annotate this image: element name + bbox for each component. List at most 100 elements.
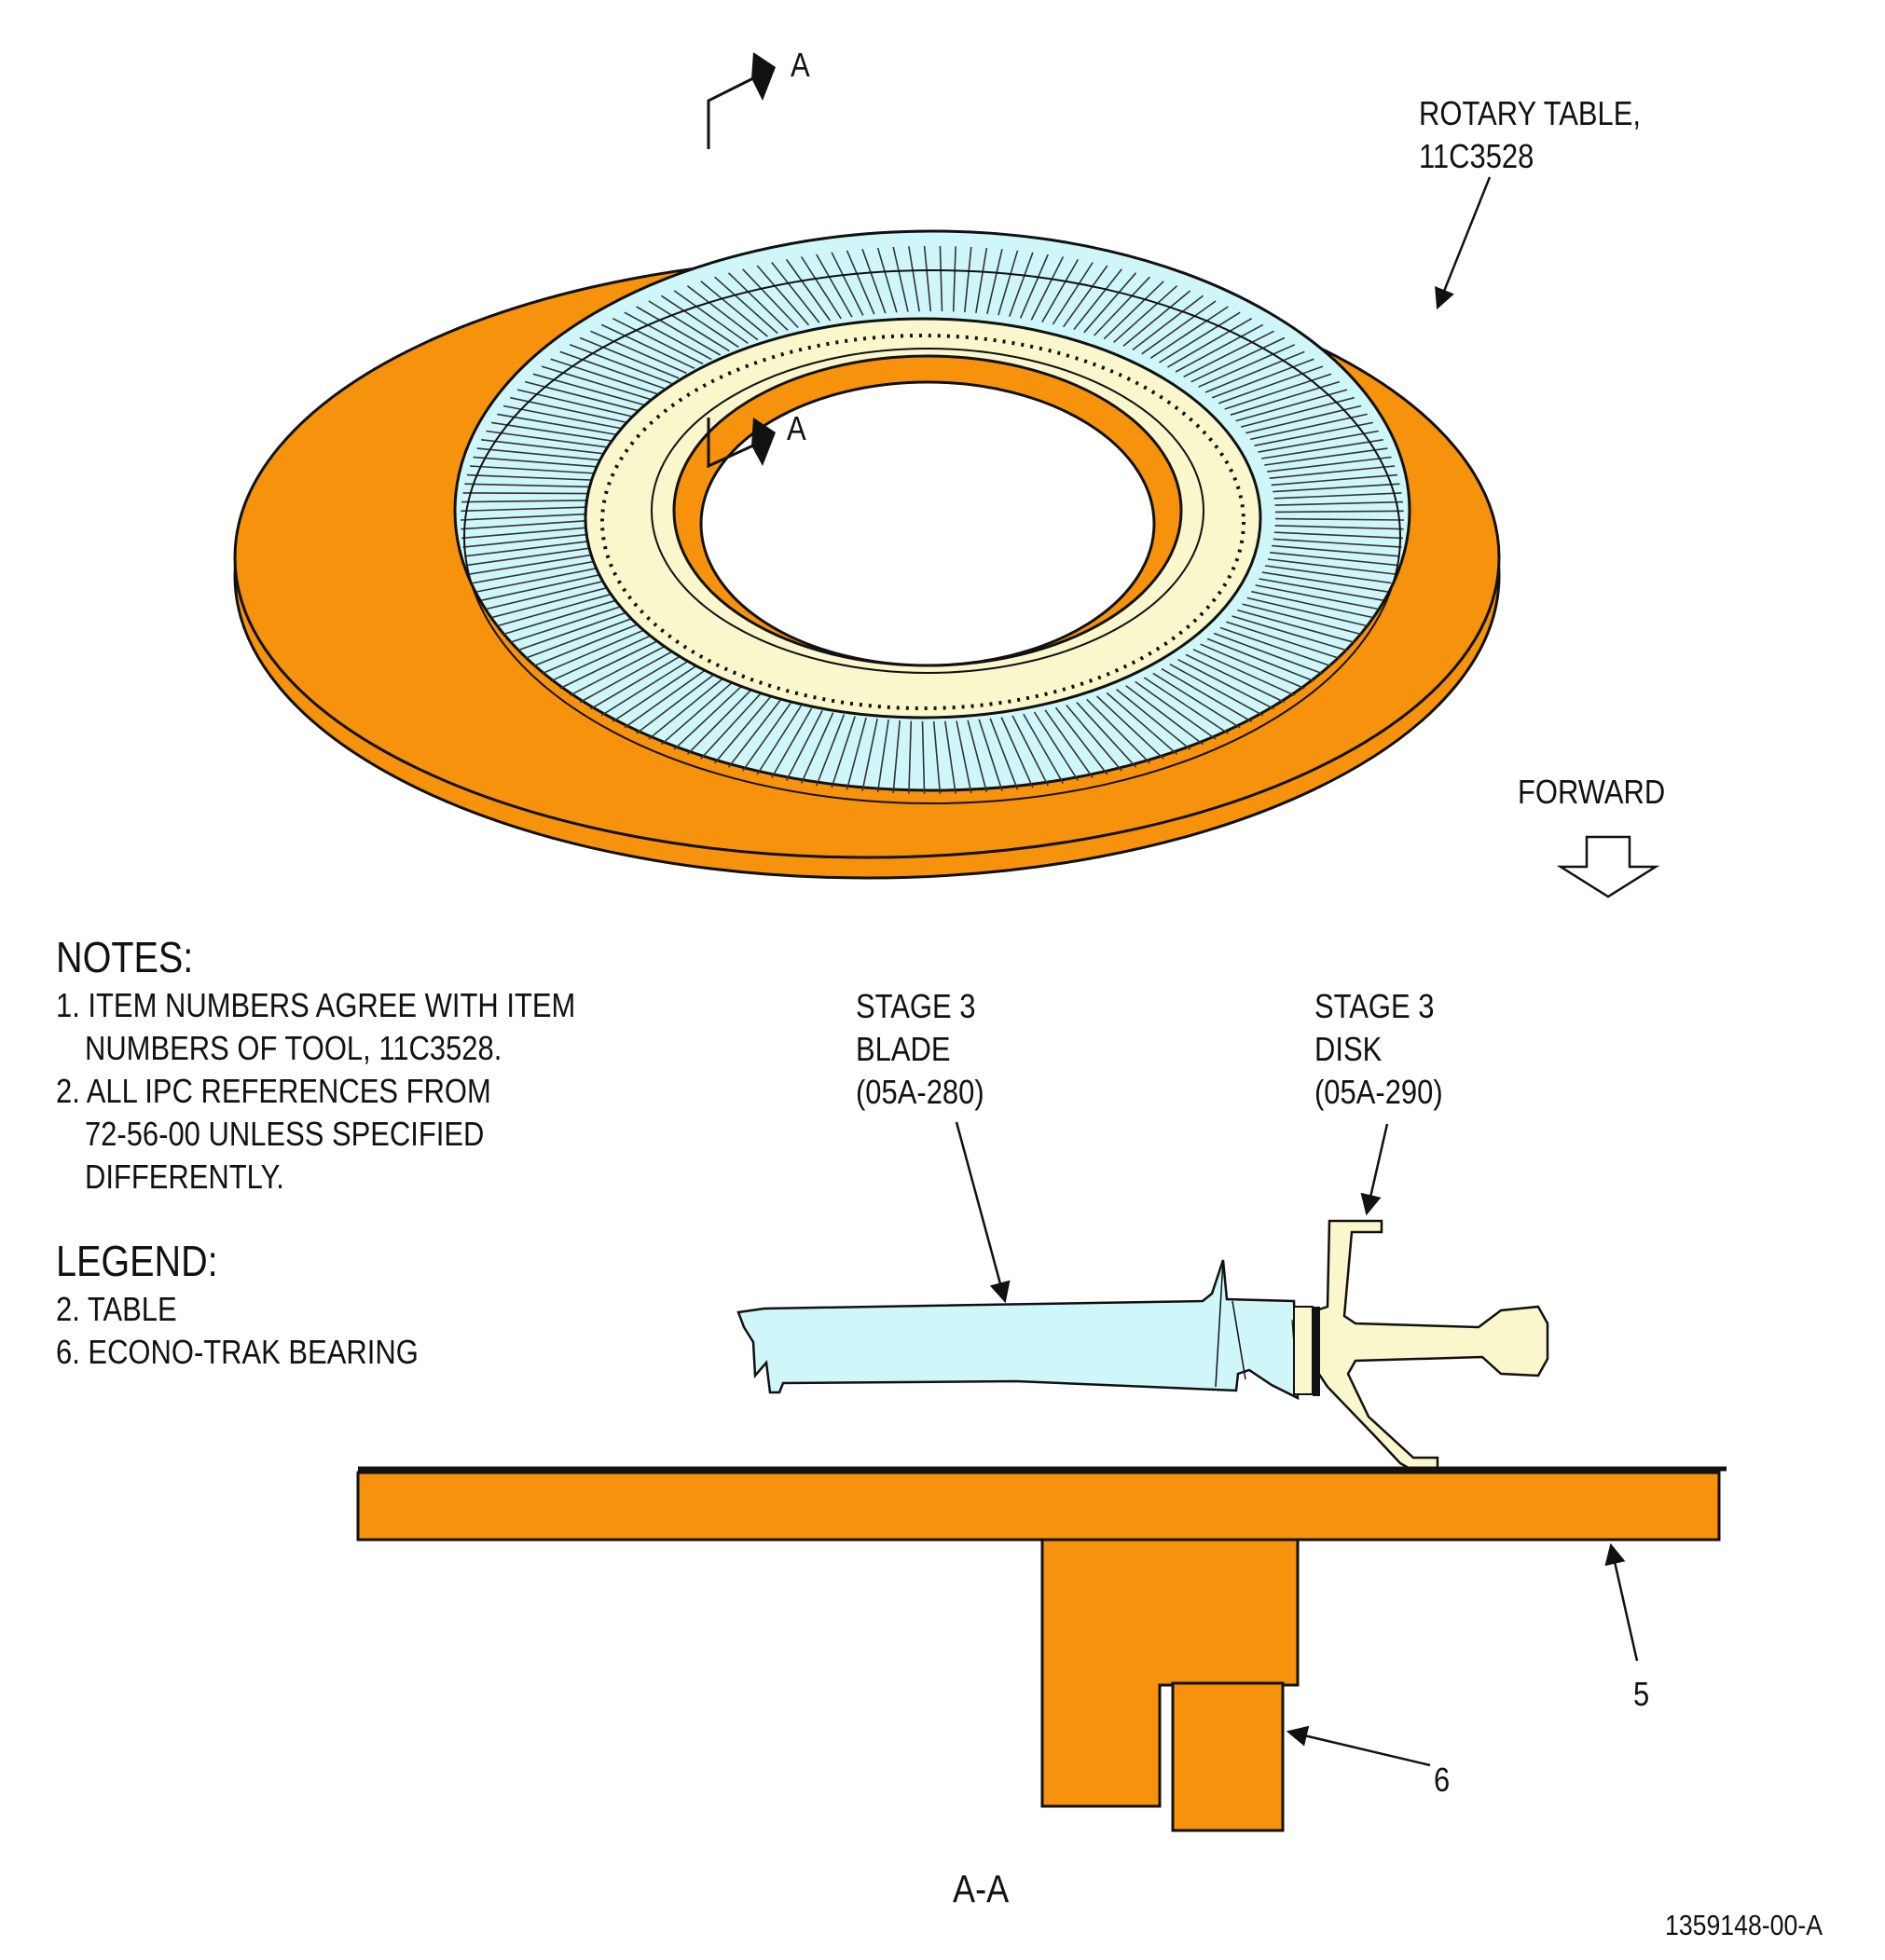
blade-airfoil-line bbox=[1044, 709, 1094, 778]
blade-airfoil-line bbox=[466, 546, 594, 567]
stage-3-blade-section bbox=[736, 1259, 1300, 1401]
blade-airfoil-line bbox=[1226, 621, 1341, 660]
blade-leader bbox=[955, 1121, 1011, 1304]
blade-airfoil-line bbox=[1086, 698, 1150, 764]
blade-airfoil-line bbox=[1054, 706, 1108, 775]
blade-airfoil-line bbox=[1000, 717, 1034, 788]
blade-airfoil-line bbox=[956, 720, 972, 794]
blade-airfoil-line bbox=[876, 247, 898, 313]
blade-airfoil-line bbox=[461, 519, 590, 530]
blade-airfoil-line bbox=[636, 674, 715, 734]
blade-airfoil-line bbox=[978, 719, 1003, 792]
figure-number: 1359148-00-A bbox=[1665, 1909, 1823, 1941]
forward-label: FORWARD bbox=[1518, 773, 1666, 811]
blade-airfoil-line bbox=[1175, 323, 1264, 373]
blade-airfoil-line bbox=[846, 717, 867, 790]
blade-airfoil-line bbox=[989, 718, 1019, 790]
section-cut-marker-bottom bbox=[707, 418, 776, 469]
blade-airfoil-line bbox=[1116, 688, 1191, 750]
blade-airfoil-line bbox=[1264, 565, 1392, 584]
blade-airfoil-line bbox=[1167, 318, 1253, 368]
blade-airfoil-line bbox=[846, 250, 875, 315]
blade-airfoil-line bbox=[1258, 430, 1379, 453]
blade-airfoil-line bbox=[510, 605, 625, 644]
blade-airfoil-line bbox=[1125, 684, 1204, 746]
blade-airfoil-line bbox=[1190, 336, 1286, 383]
blade-airfoil-line bbox=[569, 645, 667, 696]
blade-airfoil-line bbox=[516, 610, 629, 651]
legend-item: 6. ECONO-TRAK BEARING bbox=[56, 1333, 419, 1371]
blade-airfoil-line bbox=[1260, 439, 1383, 459]
blade-airfoil-line bbox=[861, 719, 878, 791]
blade-airfoil-line bbox=[1122, 290, 1191, 347]
blade-airfoil-line bbox=[1009, 252, 1034, 317]
blade-airfoil-line bbox=[1200, 643, 1305, 690]
rotary-table-leader bbox=[1435, 176, 1492, 310]
legend-list: 2. TABLE 6. ECONO-TRAK BEARING bbox=[56, 1288, 477, 1374]
blade-airfoil-line bbox=[469, 554, 596, 575]
blade-airfoil-line bbox=[1141, 300, 1217, 355]
blade-airfoil-line bbox=[800, 256, 842, 320]
blade-airfoil-line bbox=[1259, 578, 1383, 601]
blade-airfoil-line bbox=[1273, 531, 1403, 540]
table-center-hole bbox=[699, 380, 1156, 667]
blade-airfoil-line bbox=[590, 330, 687, 375]
blade-airfoil-line bbox=[1242, 603, 1362, 636]
blade-airfoil-line bbox=[1185, 653, 1286, 704]
blade-airfoil-line bbox=[600, 660, 690, 717]
blade-airfoil-line bbox=[892, 720, 901, 794]
blade-airfoil-line bbox=[648, 678, 723, 740]
blade-airfoil-line bbox=[461, 506, 590, 513]
blade-airfoil-line bbox=[1135, 680, 1217, 740]
blade-airfoil-line bbox=[967, 720, 988, 793]
blade-airfoil-line bbox=[908, 720, 913, 794]
disk-label-line1: STAGE 3 bbox=[1314, 987, 1435, 1025]
blade-airfoil-line bbox=[1245, 404, 1362, 434]
blade-airfoil-line bbox=[714, 276, 778, 335]
blade-airfoil-line bbox=[541, 628, 647, 675]
blade-airfoil-line bbox=[532, 623, 640, 667]
blade-airfoil-line bbox=[502, 598, 619, 636]
section-view-a-a bbox=[356, 1219, 1727, 1832]
blade-airfoil-line bbox=[1224, 373, 1332, 410]
blade-airfoil-line bbox=[648, 300, 730, 352]
blade-airfoil-line bbox=[1272, 544, 1400, 557]
legend-item: 2. TABLE bbox=[56, 1290, 177, 1328]
section-cut-marker-top bbox=[707, 52, 776, 149]
blade-airfoil-line bbox=[1251, 590, 1374, 619]
blade-airfoil-line bbox=[1274, 525, 1404, 530]
blade-airfoil-line bbox=[998, 250, 1019, 316]
blade-airfoil-line bbox=[1132, 295, 1204, 351]
blade-airfoil-line bbox=[944, 720, 956, 794]
blade-airfoil-line bbox=[1083, 272, 1137, 334]
blade-airfoil-line bbox=[673, 290, 749, 345]
section-mark-bottom-label: A bbox=[787, 409, 806, 447]
blade-airfoil-line bbox=[1073, 268, 1122, 331]
blade-airfoil-line bbox=[1161, 667, 1253, 722]
blade-airfoil-line bbox=[742, 268, 799, 329]
blade-airfoil-line bbox=[975, 247, 988, 313]
item-6-leader bbox=[1286, 1725, 1431, 1767]
blade-airfoil-line bbox=[1274, 517, 1405, 521]
blade-airfoil-line bbox=[490, 586, 611, 619]
notes-title: NOTES: bbox=[56, 933, 194, 981]
table-plate-section bbox=[356, 1471, 1721, 1542]
disk-label-line3: (05A-290) bbox=[1314, 1073, 1443, 1111]
blade-airfoil-line bbox=[624, 311, 712, 361]
blade-airfoil-line bbox=[1076, 702, 1137, 768]
blade-airfoil-line bbox=[1177, 658, 1274, 710]
blade-airfoil-line bbox=[1246, 596, 1368, 627]
blade-airfoil-line bbox=[700, 281, 768, 337]
blade-airfoil-line bbox=[1023, 713, 1065, 784]
blade-airfoil-line bbox=[464, 540, 592, 557]
blade-airfoil-line bbox=[1213, 632, 1324, 675]
blade-airfoil-line bbox=[1261, 571, 1388, 593]
disk-ring-dashed bbox=[600, 334, 1245, 710]
blade-airfoil-line bbox=[742, 702, 791, 772]
blade-airfoil-line bbox=[1270, 552, 1398, 567]
blade-airfoil-line bbox=[921, 720, 926, 795]
blade-airfoil-line bbox=[713, 696, 771, 764]
blade-airfoil-line bbox=[1169, 663, 1264, 717]
